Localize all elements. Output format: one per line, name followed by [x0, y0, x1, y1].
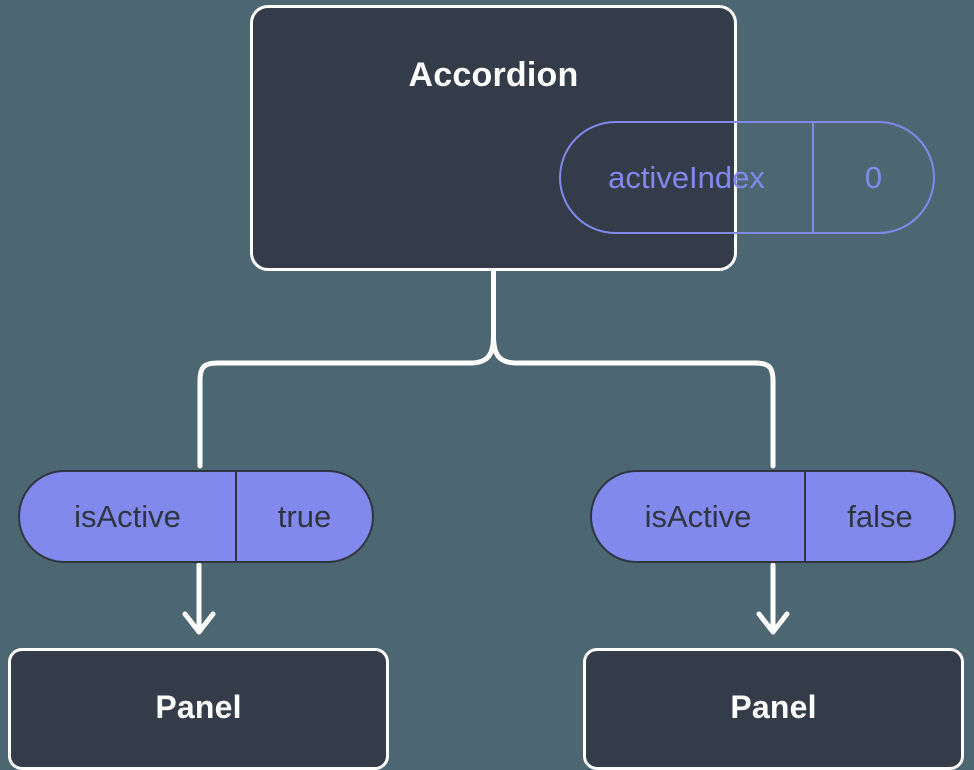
- pill-active-index[interactable]: activeIndex 0: [559, 121, 935, 234]
- pill-active-index-value: 0: [812, 123, 933, 232]
- node-panel-right[interactable]: Panel: [583, 648, 964, 770]
- pill-is-active-false[interactable]: isActive false: [590, 470, 956, 563]
- connector-branch-left: [197, 333, 496, 469]
- node-panel-left-title: Panel: [155, 688, 242, 725]
- arrow-head-right: [756, 611, 790, 635]
- pill-is-active-true-key: isActive: [74, 498, 181, 534]
- node-accordion[interactable]: Accordion activeIndex 0: [250, 5, 935, 271]
- node-panel-right-title: Panel: [730, 688, 817, 725]
- connector-branch-right: [491, 333, 776, 469]
- pill-is-active-false-value: false: [804, 472, 954, 561]
- pill-is-active-false-key: isActive: [644, 498, 752, 534]
- arrow-head-left: [182, 611, 216, 635]
- pill-is-active-true-value: true: [235, 472, 372, 561]
- pill-active-index-key: activeIndex: [608, 159, 765, 195]
- node-accordion-title: Accordion: [408, 56, 579, 94]
- pill-is-active-true[interactable]: isActive true: [18, 470, 374, 563]
- node-panel-left[interactable]: Panel: [8, 648, 389, 770]
